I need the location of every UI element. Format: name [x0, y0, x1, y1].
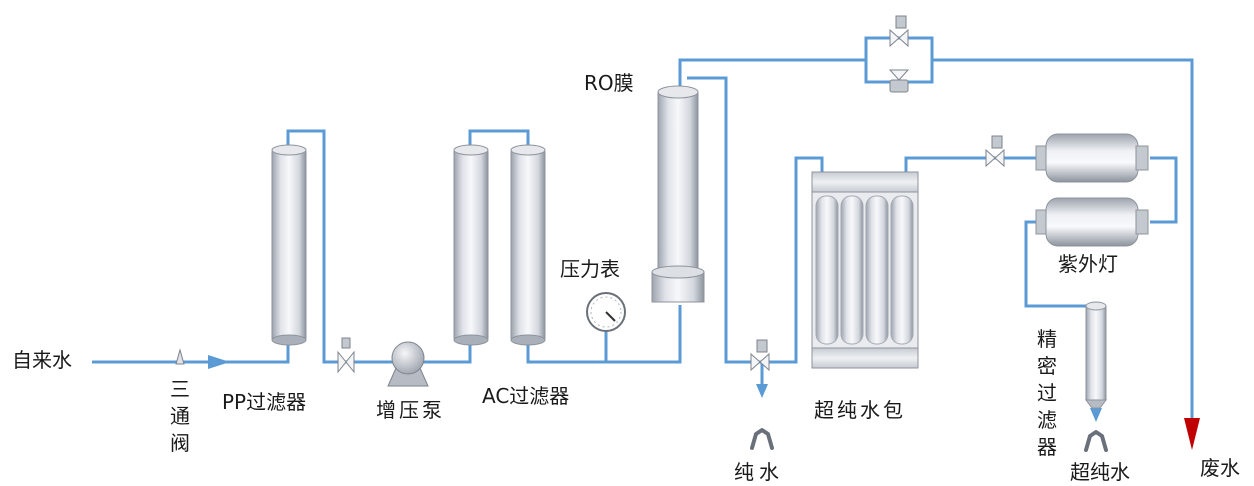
uv-lamp-2	[1035, 197, 1149, 247]
label-uv-lamp: 紫外灯	[1058, 252, 1118, 276]
pressure-gauge-icon	[586, 292, 626, 332]
label-pressure-gauge: 压力表	[560, 257, 620, 281]
label-pure-water: 纯水	[734, 460, 784, 484]
pipe-uv-loop	[1150, 156, 1178, 224]
label-waste-water: 废水	[1200, 456, 1240, 480]
pipe-tank-to-uv	[904, 156, 1040, 172]
uv-lamp-1	[1035, 133, 1149, 183]
pipe-pp-top	[286, 129, 472, 364]
check-valve-icon	[888, 69, 910, 93]
down-arrow-icon	[756, 384, 768, 398]
label-ac-filter: AC过滤器	[482, 384, 570, 408]
label-booster-pump: 增压泵	[376, 398, 445, 422]
waste-arrow-icon	[1184, 418, 1200, 450]
ultra-pure-tank	[811, 171, 919, 369]
waste-valve-icon	[889, 15, 909, 48]
ac-filter-1	[453, 144, 489, 346]
ac-filter-2	[510, 144, 546, 346]
label-ro-membrane: RO膜	[584, 71, 634, 95]
pipe-ro-product	[687, 76, 824, 364]
label-precision-filter: 精密过滤器	[1037, 327, 1057, 459]
faucet-icon	[750, 428, 774, 450]
pure-water-valve-icon	[750, 339, 770, 372]
precision-filter	[1085, 301, 1107, 409]
uv-valve-icon	[985, 135, 1005, 168]
label-tap-water: 自来水	[12, 348, 72, 372]
three-way-valve-icon	[175, 348, 185, 365]
label-three-way-valve: 三通阀	[170, 377, 190, 455]
pipe-inlet	[92, 340, 290, 364]
pipe-ac-to-ro	[526, 305, 682, 364]
pipe-ac-top	[468, 129, 530, 150]
down-arrow-icon	[1090, 408, 1102, 422]
pipe-uv-to-precision	[1024, 220, 1096, 308]
ro-membrane	[651, 85, 705, 303]
label-pp-filter: PP过滤器	[222, 390, 307, 414]
valve-icon	[337, 337, 355, 374]
pp-filter	[271, 144, 307, 346]
booster-pump-icon	[387, 341, 429, 387]
faucet-icon	[1084, 430, 1108, 452]
flow-arrow-icon	[208, 355, 230, 369]
label-ultra-pure-water: 超纯水	[1070, 460, 1130, 484]
label-ultra-pure-tank: 超纯水包	[814, 398, 906, 422]
pipes	[92, 36, 1194, 418]
